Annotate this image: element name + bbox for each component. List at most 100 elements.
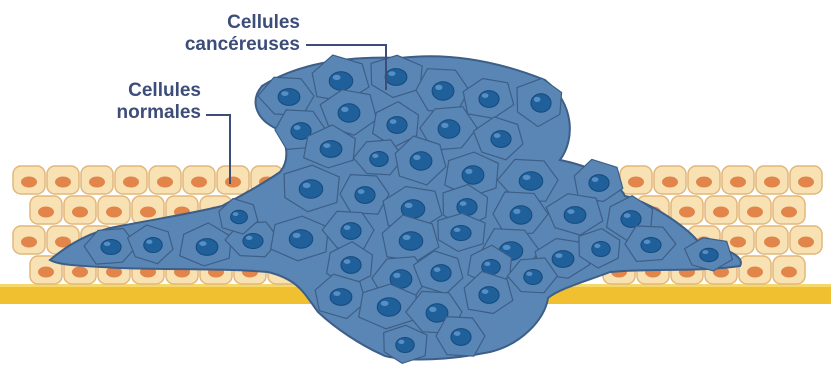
tumor-nucleus-highlight	[333, 291, 340, 296]
normal-cell-nucleus	[140, 207, 156, 218]
tumor-cell-nucleus	[144, 237, 162, 252]
tumor-cell-nucleus	[101, 239, 121, 254]
tumor-nucleus-highlight	[403, 235, 411, 240]
normal-cell-nucleus	[72, 207, 88, 218]
tumor-cell-nucleus	[231, 210, 248, 223]
tumor-cell-nucleus	[457, 199, 477, 216]
normal-cells-label: Cellules normales	[117, 80, 201, 124]
tumor-cell-nucleus	[243, 233, 263, 248]
tumor-nucleus-highlight	[146, 240, 152, 244]
tumor-nucleus-highlight	[358, 189, 365, 194]
normal-cell-nucleus	[781, 207, 797, 218]
tumor-nucleus-highlight	[372, 154, 378, 158]
normal-cell-nucleus	[730, 177, 746, 188]
normal-cell-nucleus	[747, 267, 763, 278]
tumor-cell-nucleus	[196, 239, 218, 256]
tumor-nucleus-highlight	[199, 241, 206, 246]
normal-cell-nucleus	[89, 177, 105, 188]
tumor-nucleus-highlight	[482, 289, 489, 294]
tumor-cell-nucleus	[370, 151, 388, 166]
tumor-nucleus-highlight	[323, 143, 330, 148]
tumor-nucleus-highlight	[567, 209, 574, 214]
cancer-label-leader-h	[306, 44, 386, 46]
tumor-nucleus-highlight	[434, 267, 441, 272]
tumor-cell-nucleus	[431, 265, 451, 282]
tumor-nucleus-highlight	[390, 119, 397, 124]
normal-cell-nucleus	[747, 207, 763, 218]
tumor-nucleus-highlight	[494, 133, 501, 138]
tumor-nucleus-highlight	[341, 107, 348, 112]
tumor-cell-nucleus	[491, 131, 511, 148]
normal-cell-nucleus	[191, 177, 207, 188]
tumor-cell-nucleus	[399, 232, 423, 250]
tumor-cell-nucleus	[338, 104, 360, 122]
tumor-cell-nucleus	[700, 248, 718, 261]
normal-cell-nucleus	[106, 207, 122, 218]
tumor-cell-nucleus	[552, 251, 574, 268]
cancer-cells-label-line2: cancéreuses	[185, 34, 300, 56]
normal-cell-nucleus	[38, 207, 54, 218]
tumor-cell-nucleus	[510, 206, 532, 224]
tumor-cell-nucleus	[438, 120, 460, 138]
tumor-cell-nucleus	[432, 82, 454, 100]
tumor-nucleus-highlight	[523, 175, 531, 180]
tumor-nucleus-highlight	[594, 244, 600, 248]
normal-cell-nucleus	[225, 177, 241, 188]
tumor-cell-nucleus	[341, 257, 361, 274]
tumor-cell-nucleus	[385, 69, 407, 86]
tumor-nucleus-highlight	[293, 233, 301, 238]
normal-cell-nucleus	[157, 177, 173, 188]
tumor-cell-nucleus	[589, 175, 609, 192]
normal-cells-label-line1: Cellules	[117, 80, 201, 102]
tumor-cell-nucleus	[289, 230, 313, 248]
tumor-nucleus-highlight	[441, 123, 448, 128]
normal-cell-nucleus	[696, 177, 712, 188]
tumor-cell-nucleus	[299, 180, 323, 198]
tumor-nucleus-highlight	[281, 91, 288, 96]
normal-cells-label-line2: normales	[117, 102, 201, 124]
tumor-nucleus-highlight	[482, 93, 489, 98]
normal-cell-nucleus	[21, 237, 37, 248]
tumor-cell-nucleus	[524, 269, 542, 284]
tumor-cell-nucleus	[396, 337, 414, 352]
tumor-nucleus-highlight	[460, 201, 467, 206]
tumor-cell-nucleus	[387, 117, 407, 134]
normal-cell-nucleus	[21, 177, 37, 188]
normal-cell-nucleus	[679, 207, 695, 218]
tumor-cell-nucleus	[641, 237, 661, 252]
cancer-cells-label-line1: Cellules	[185, 12, 300, 34]
tumor-nucleus-highlight	[413, 155, 420, 160]
tumor-cell-nucleus	[519, 172, 543, 190]
normal-cell-nucleus	[781, 267, 797, 278]
tumor-nucleus-highlight	[465, 169, 472, 174]
tumor-cell-nucleus	[330, 289, 352, 306]
tumor-nucleus-highlight	[526, 272, 532, 276]
normal-cell-nucleus	[55, 177, 71, 188]
tumor-nucleus-highlight	[484, 262, 490, 266]
cancer-label-leader-v	[385, 44, 387, 90]
tumor-cell-nucleus	[479, 287, 499, 304]
tumor-nucleus-highlight	[702, 250, 708, 254]
tumor-cell-nucleus	[621, 211, 641, 228]
tumor-cell-nucleus	[451, 329, 471, 346]
tumor-nucleus-highlight	[303, 183, 311, 188]
tumor-cell-nucleus	[329, 72, 353, 90]
tumor-nucleus-highlight	[344, 259, 351, 264]
tumor-nucleus-highlight	[388, 71, 395, 76]
normal-cell-nucleus	[798, 177, 814, 188]
normal-cell-nucleus	[38, 267, 54, 278]
normal-label-leader-v	[229, 114, 231, 184]
tumor-nucleus-highlight	[246, 236, 253, 240]
tumor-cell-nucleus	[377, 298, 401, 316]
tumor-nucleus-highlight	[233, 212, 239, 216]
tumor-cell-nucleus	[462, 166, 484, 184]
tumor-cell-nucleus	[592, 241, 610, 256]
tumor-cell-nucleus	[341, 223, 361, 240]
normal-cell-nucleus	[662, 177, 678, 188]
tumor-cell-nucleus	[531, 94, 551, 112]
tumor-nucleus-highlight	[398, 340, 404, 344]
tumor-nucleus-highlight	[333, 75, 341, 80]
normal-cell-nucleus	[798, 237, 814, 248]
normal-cell-nucleus	[72, 267, 88, 278]
